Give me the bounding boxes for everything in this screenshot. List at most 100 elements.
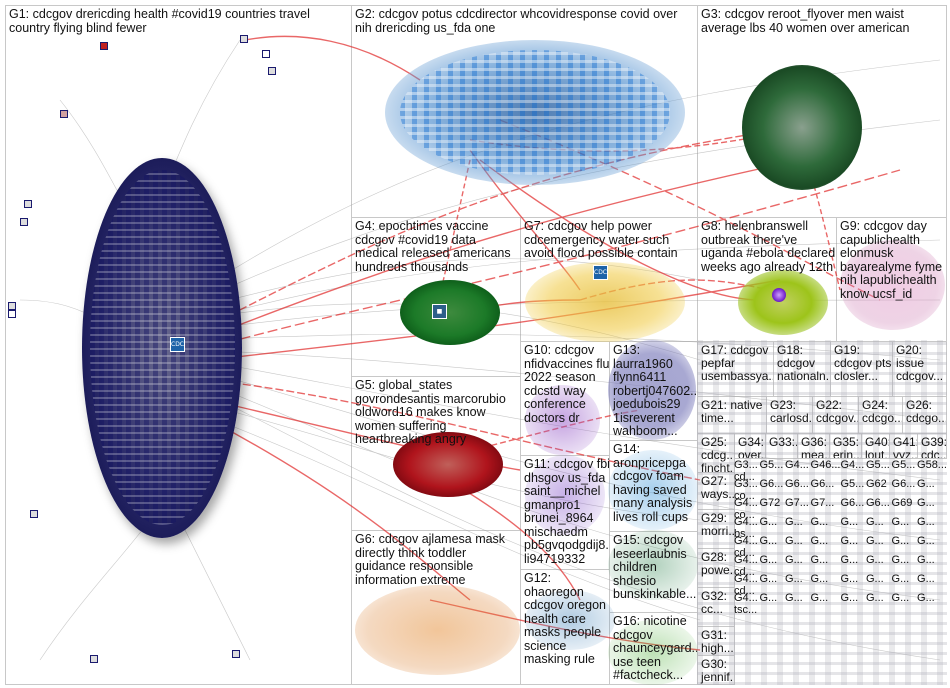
tiny-group: G4... tsc... — [734, 592, 758, 616]
tiny-group: G... — [866, 516, 884, 528]
group-label-g26: G26: cdcgo... — [906, 398, 947, 425]
group-label-g24: G24: cdcgo... — [862, 398, 903, 425]
tiny-group: G... — [917, 554, 935, 566]
tiny-group: G... — [866, 535, 884, 547]
tiny-group: G... — [759, 592, 778, 604]
group-label-g8: G8: helenbranswell outbreak there've uga… — [701, 219, 836, 274]
tiny-group: G6... — [759, 478, 784, 490]
tiny-group: G6... — [840, 497, 865, 509]
tiny-group: G... — [917, 478, 935, 490]
group-box-g34: G34: over... — [734, 433, 766, 459]
group-label-g22: G22: cdcgov... — [816, 398, 859, 425]
group-label-g15: G15: cdcgov leseerlaubnis children shdes… — [613, 533, 697, 601]
group-label-g5: G5: global_states govrondesantis marcoru… — [355, 378, 510, 446]
node — [268, 67, 276, 75]
group-label-g40: G40: lout... — [865, 435, 890, 459]
node — [100, 42, 108, 50]
group-box-g13: G13: laurra1960 flynn6411 robertj047602.… — [609, 341, 698, 441]
group-box-g35: G35: erin... — [829, 433, 862, 459]
tiny-group: G... — [759, 535, 778, 547]
tiny-group: G6... — [866, 497, 890, 509]
group-box-g31: G31: high... — [697, 626, 735, 656]
tiny-group: G... — [840, 516, 859, 528]
group-box-g30: G30: jennif... — [697, 655, 735, 685]
tiny-group: G... — [785, 535, 803, 547]
tiny-group: G... — [759, 554, 778, 566]
group-label-g34: G34: over... — [738, 435, 765, 459]
group-label-g3: G3: cdcgov reroot_flyover men waist aver… — [701, 7, 910, 35]
node — [8, 302, 16, 310]
cluster-g3 — [742, 65, 862, 190]
group-box-g41: G41: vyz... — [889, 433, 918, 459]
tiny-group: G4... cd... — [734, 535, 758, 559]
tiny-group: G... — [891, 573, 910, 585]
tiny-group: G... — [759, 516, 778, 528]
node — [232, 650, 240, 658]
group-label-g13: G13: laurra1960 flynn6411 robertj047602.… — [613, 343, 698, 438]
tiny-group: G... — [891, 592, 910, 604]
tiny-group: G4... bs... — [734, 516, 758, 540]
group-box-g25: G25: cdcg... fincht... — [697, 433, 735, 473]
tiny-group: G5... — [891, 459, 916, 471]
tiny-group: G... — [810, 535, 829, 547]
tiny-group: G4... co... — [734, 497, 758, 521]
group-box-g36: G36: mea... — [797, 433, 830, 459]
group-label-g19: G19: cdcgov pts closler... — [834, 343, 892, 383]
group-label-g17: G17: cdcgov pepfar usembassya... — [701, 343, 774, 383]
group-box-g11: G11: cdcgov fbi dhsgov us_fda saint__mic… — [520, 455, 610, 570]
tiny-group: G... — [891, 535, 910, 547]
group-label-g31: G31: high... — [701, 628, 734, 655]
tiny-group: G... — [840, 535, 859, 547]
node — [30, 510, 38, 518]
group-label-g12: G12: ohaoregon cdcgov oregon health care… — [524, 571, 610, 666]
group-label-g2: G2: cdcgov potus cdcdirector whcovidresp… — [355, 7, 681, 35]
tiny-group: G... — [917, 535, 935, 547]
cdc-logo-icon-g7: CDC — [593, 265, 608, 280]
node — [240, 35, 248, 43]
group-label-g30: G30: jennif... — [701, 657, 734, 684]
group-label-g36: G36: mea... — [801, 435, 829, 459]
group-label-g21: G21: native time... — [701, 398, 766, 425]
tiny-group: G... — [810, 573, 829, 585]
group-label-g16: G16: nicotine cdcgov chaunceygard... use… — [613, 614, 698, 682]
cluster-g4 — [400, 280, 500, 345]
cdc-logo-icon: CDC — [170, 337, 185, 352]
tiny-group: G5... — [840, 478, 865, 490]
tiny-group: G... — [810, 516, 829, 528]
group-box-g3: G3: cdcgov reroot_flyover men waist aver… — [697, 5, 947, 218]
tiny-group: G5... — [759, 459, 784, 471]
tiny-group: G46... — [810, 459, 841, 471]
group-label-g4: G4: epochtimes vaccine cdcgov #covid19 d… — [355, 219, 515, 274]
tiny-group: G... — [785, 573, 803, 585]
cluster-g6 — [355, 585, 520, 675]
group-label-g39: G39: cdc... — [921, 435, 947, 459]
tiny-group: G... — [917, 497, 935, 509]
group-label-g35: G35: erin... — [833, 435, 862, 459]
group-box-g14: G14: aronpricepga cdcgov foam having sav… — [609, 440, 698, 532]
tiny-group: G7... — [785, 497, 809, 509]
tiny-group: G3... cd... — [734, 459, 758, 483]
group-label-g23: G23: carlosd... — [770, 398, 813, 425]
tiny-group: G... — [840, 554, 859, 566]
tiny-group: G4... — [840, 459, 865, 471]
tiny-group: G... — [810, 592, 829, 604]
tiny-group: G69 — [891, 497, 913, 509]
tiny-group: G... — [866, 573, 884, 585]
group-label-g27: G27: ways... — [701, 474, 735, 501]
group-label-g25: G25: cdcg... fincht... — [701, 435, 735, 473]
group-label-g11: G11: cdcgov fbi dhsgov us_fda saint__mic… — [524, 457, 610, 566]
group-label-g29: G29: morri... — [701, 511, 735, 538]
tiny-group: G72 — [759, 497, 781, 509]
group-label-g1: G1: cdcgov drericding health #covid19 co… — [9, 7, 314, 35]
tiny-group: G... — [866, 554, 884, 566]
group-box-g39: G39: cdc... — [917, 433, 947, 459]
tiny-group: G... — [917, 516, 935, 528]
tiny-group: G3... co... — [734, 478, 758, 502]
cluster-g2-texture — [400, 50, 670, 175]
group-label-g10: G10: cdcgov nfidvaccines flu 2022 season… — [524, 343, 610, 425]
tiny-group: G... — [785, 516, 803, 528]
tiny-group: G... — [917, 592, 935, 604]
tiny-group: G4... cd... — [734, 573, 758, 597]
tiny-group: G6... — [810, 478, 835, 490]
